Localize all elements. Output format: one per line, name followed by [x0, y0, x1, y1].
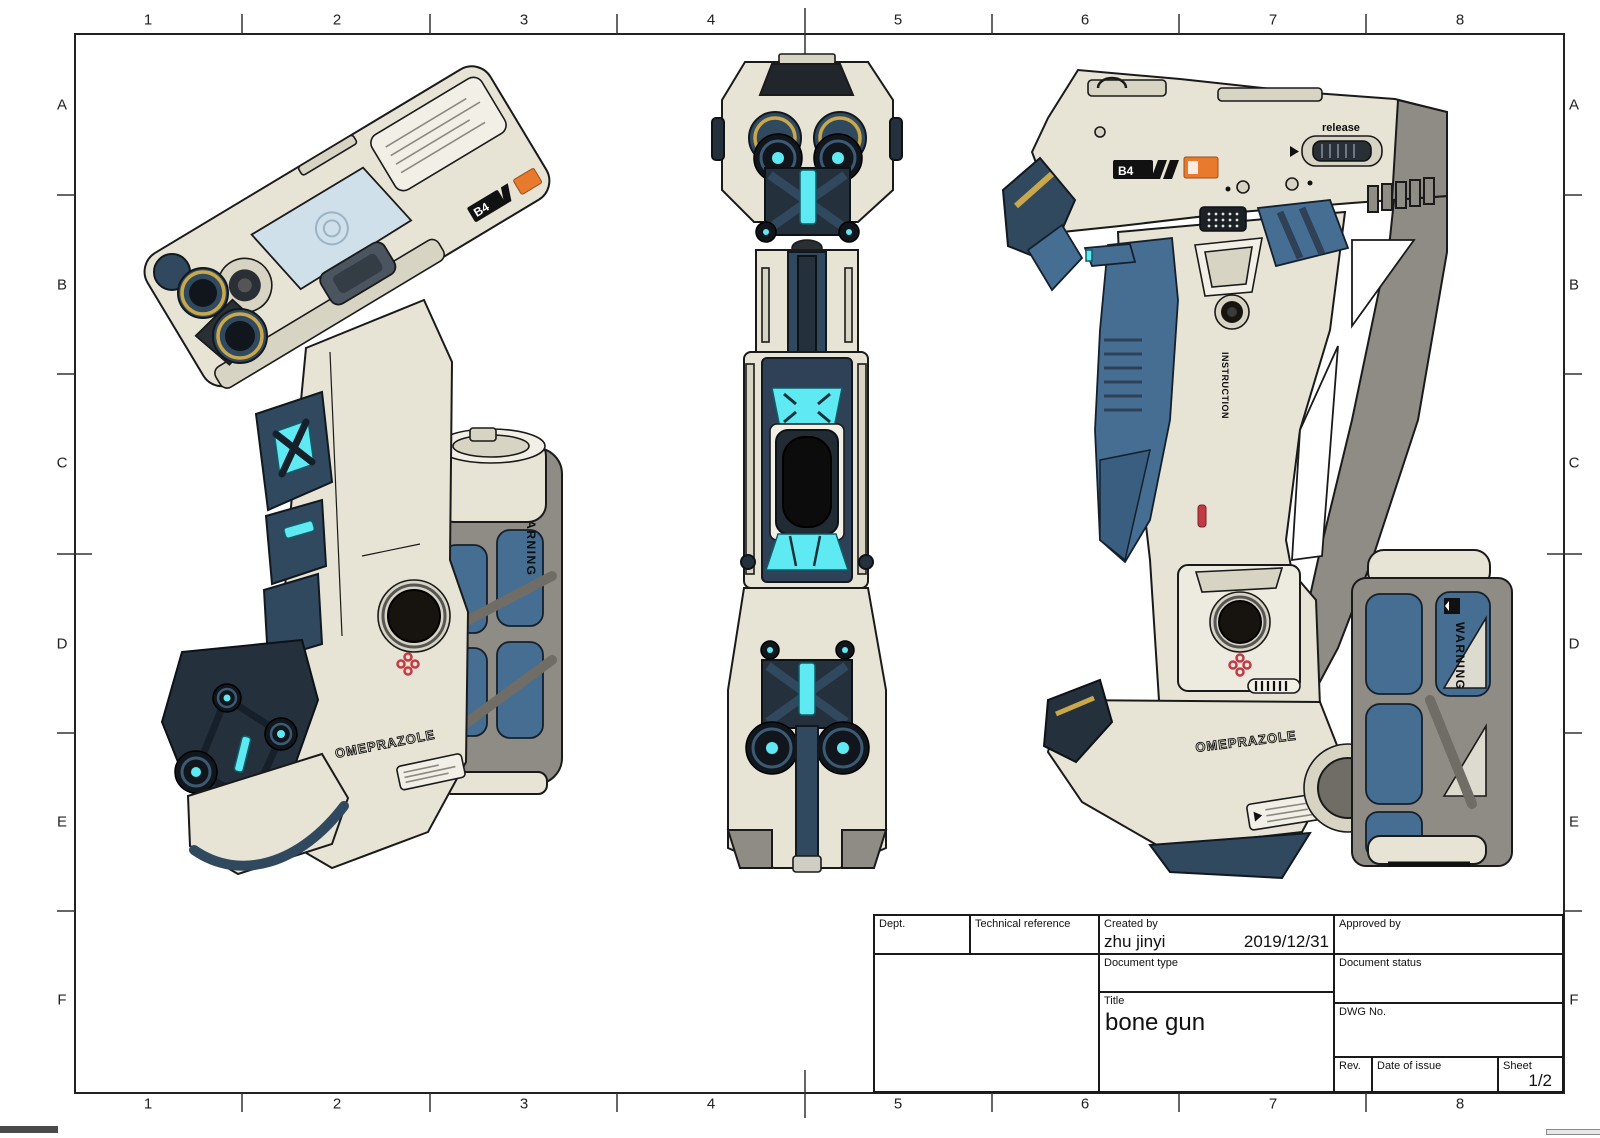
zone-column-label: 7 — [1268, 11, 1278, 29]
glow-bar-bottom — [798, 662, 816, 716]
zone-column-label: 3 — [519, 1095, 529, 1113]
drawing-title: bone gun — [1105, 1009, 1206, 1036]
zone-row-label: D — [1568, 635, 1580, 653]
sheet-border — [74, 33, 1565, 1094]
zone-column-label: 5 — [893, 1095, 903, 1113]
approved-by-label: Approved by — [1339, 918, 1401, 930]
titleblock-rev-cell: Rev. — [1335, 1058, 1373, 1093]
zone-row-label: D — [56, 635, 68, 653]
document-status-label: Document status — [1339, 957, 1422, 969]
glow-window-upper — [771, 387, 843, 429]
document-type-label: Document type — [1104, 957, 1178, 969]
glow-window-lower — [764, 533, 850, 571]
zone-column-label: 6 — [1080, 11, 1090, 29]
bottom-right-artifact — [1546, 1129, 1600, 1135]
titleblock-created-by-cell: Created by zhu jinyi 2019/12/31 — [1100, 916, 1335, 955]
perspective-head: B4 — [143, 65, 551, 389]
warning-marking: WARNING — [524, 508, 538, 577]
zone-row-label: F — [1569, 991, 1579, 1009]
center-cartridge — [782, 436, 832, 528]
red-clover-symbol — [396, 652, 420, 676]
red-clover-symbol — [1228, 653, 1252, 677]
zone-row-label: B — [56, 276, 68, 294]
sheet-value: 1/2 — [1528, 1071, 1552, 1090]
b4-marking: B4 — [1118, 164, 1134, 178]
dept-label: Dept. — [879, 918, 906, 930]
spec-sticker — [1246, 792, 1326, 831]
zone-row-label: C — [1568, 454, 1580, 472]
spec-sticker — [396, 753, 466, 791]
titleblock-technical-reference-cell: Technical reference — [971, 916, 1100, 955]
release-marking: release — [1322, 122, 1360, 134]
zone-column-label: 4 — [706, 1095, 716, 1113]
zone-column-label: 6 — [1080, 1095, 1090, 1113]
warning-marking: WARNING — [1453, 622, 1467, 691]
zone-column-label: 7 — [1268, 1095, 1278, 1113]
titleblock-date-of-issue-cell: Date of issue — [1373, 1058, 1499, 1093]
zone-row-label: E — [1568, 813, 1580, 831]
zone-row-label: A — [1568, 96, 1580, 114]
view-front — [711, 53, 903, 873]
bottom-left-artifact — [0, 1126, 58, 1133]
date-of-issue-label: Date of issue — [1377, 1060, 1442, 1072]
titleblock-title-cell: Title bone gun — [1100, 993, 1335, 1093]
glow-bar-top — [799, 169, 817, 225]
titleblock-approved-by-cell: Approved by — [1335, 916, 1564, 955]
zone-column-label: 8 — [1455, 1095, 1465, 1113]
zone-column-label: 1 — [143, 11, 153, 29]
stock-ribs — [1367, 177, 1435, 213]
side-canister: WARNING — [1351, 549, 1513, 867]
zone-row-label: B — [1568, 276, 1580, 294]
titleblock-document-type-cell: Document type — [1100, 955, 1335, 993]
zone-column-label: 4 — [706, 11, 716, 29]
titleblock-document-status-cell: Document status — [1335, 955, 1564, 1004]
titleblock-empty-cell — [875, 955, 1100, 1093]
zone-row-label: C — [56, 454, 68, 472]
barrel-lenses — [153, 253, 268, 364]
titleblock-dwg-no-cell: DWG No. — [1335, 1004, 1564, 1058]
head-screen — [250, 166, 413, 291]
title-label: Title — [1104, 995, 1125, 1007]
created-date-value: 2019/12/31 — [1243, 932, 1329, 951]
titleblock-dept-cell: Dept. — [875, 916, 971, 955]
title-block: Dept. Technical reference Created by zhu… — [873, 914, 1564, 1093]
zone-row-label: E — [56, 813, 68, 831]
rev-label: Rev. — [1339, 1060, 1361, 1072]
technical-reference-label: Technical reference — [975, 918, 1071, 930]
view-side: B4 release INSTRUCTION — [1001, 68, 1513, 880]
zone-row-label: A — [56, 96, 68, 114]
b4-marking: B4 — [471, 200, 492, 220]
zone-row-label: F — [57, 991, 67, 1009]
created-by-value: zhu jinyi — [1104, 932, 1166, 951]
zone-ticks — [57, 8, 1582, 1118]
created-by-label: Created by — [1104, 918, 1158, 930]
zone-column-label: 5 — [893, 11, 903, 29]
titleblock-sheet-cell: Sheet 1/2 — [1499, 1058, 1562, 1093]
zone-column-label: 2 — [332, 11, 342, 29]
dwg-no-label: DWG No. — [1339, 1006, 1387, 1018]
sheet-label: Sheet — [1503, 1060, 1532, 1072]
instruction-marking: INSTRUCTION — [1220, 352, 1230, 419]
view-perspective: WARNING — [143, 65, 563, 876]
zone-column-label: 2 — [332, 1095, 342, 1113]
zone-column-label: 8 — [1455, 11, 1465, 29]
zone-column-label: 1 — [143, 1095, 153, 1113]
zone-column-label: 3 — [519, 11, 529, 29]
